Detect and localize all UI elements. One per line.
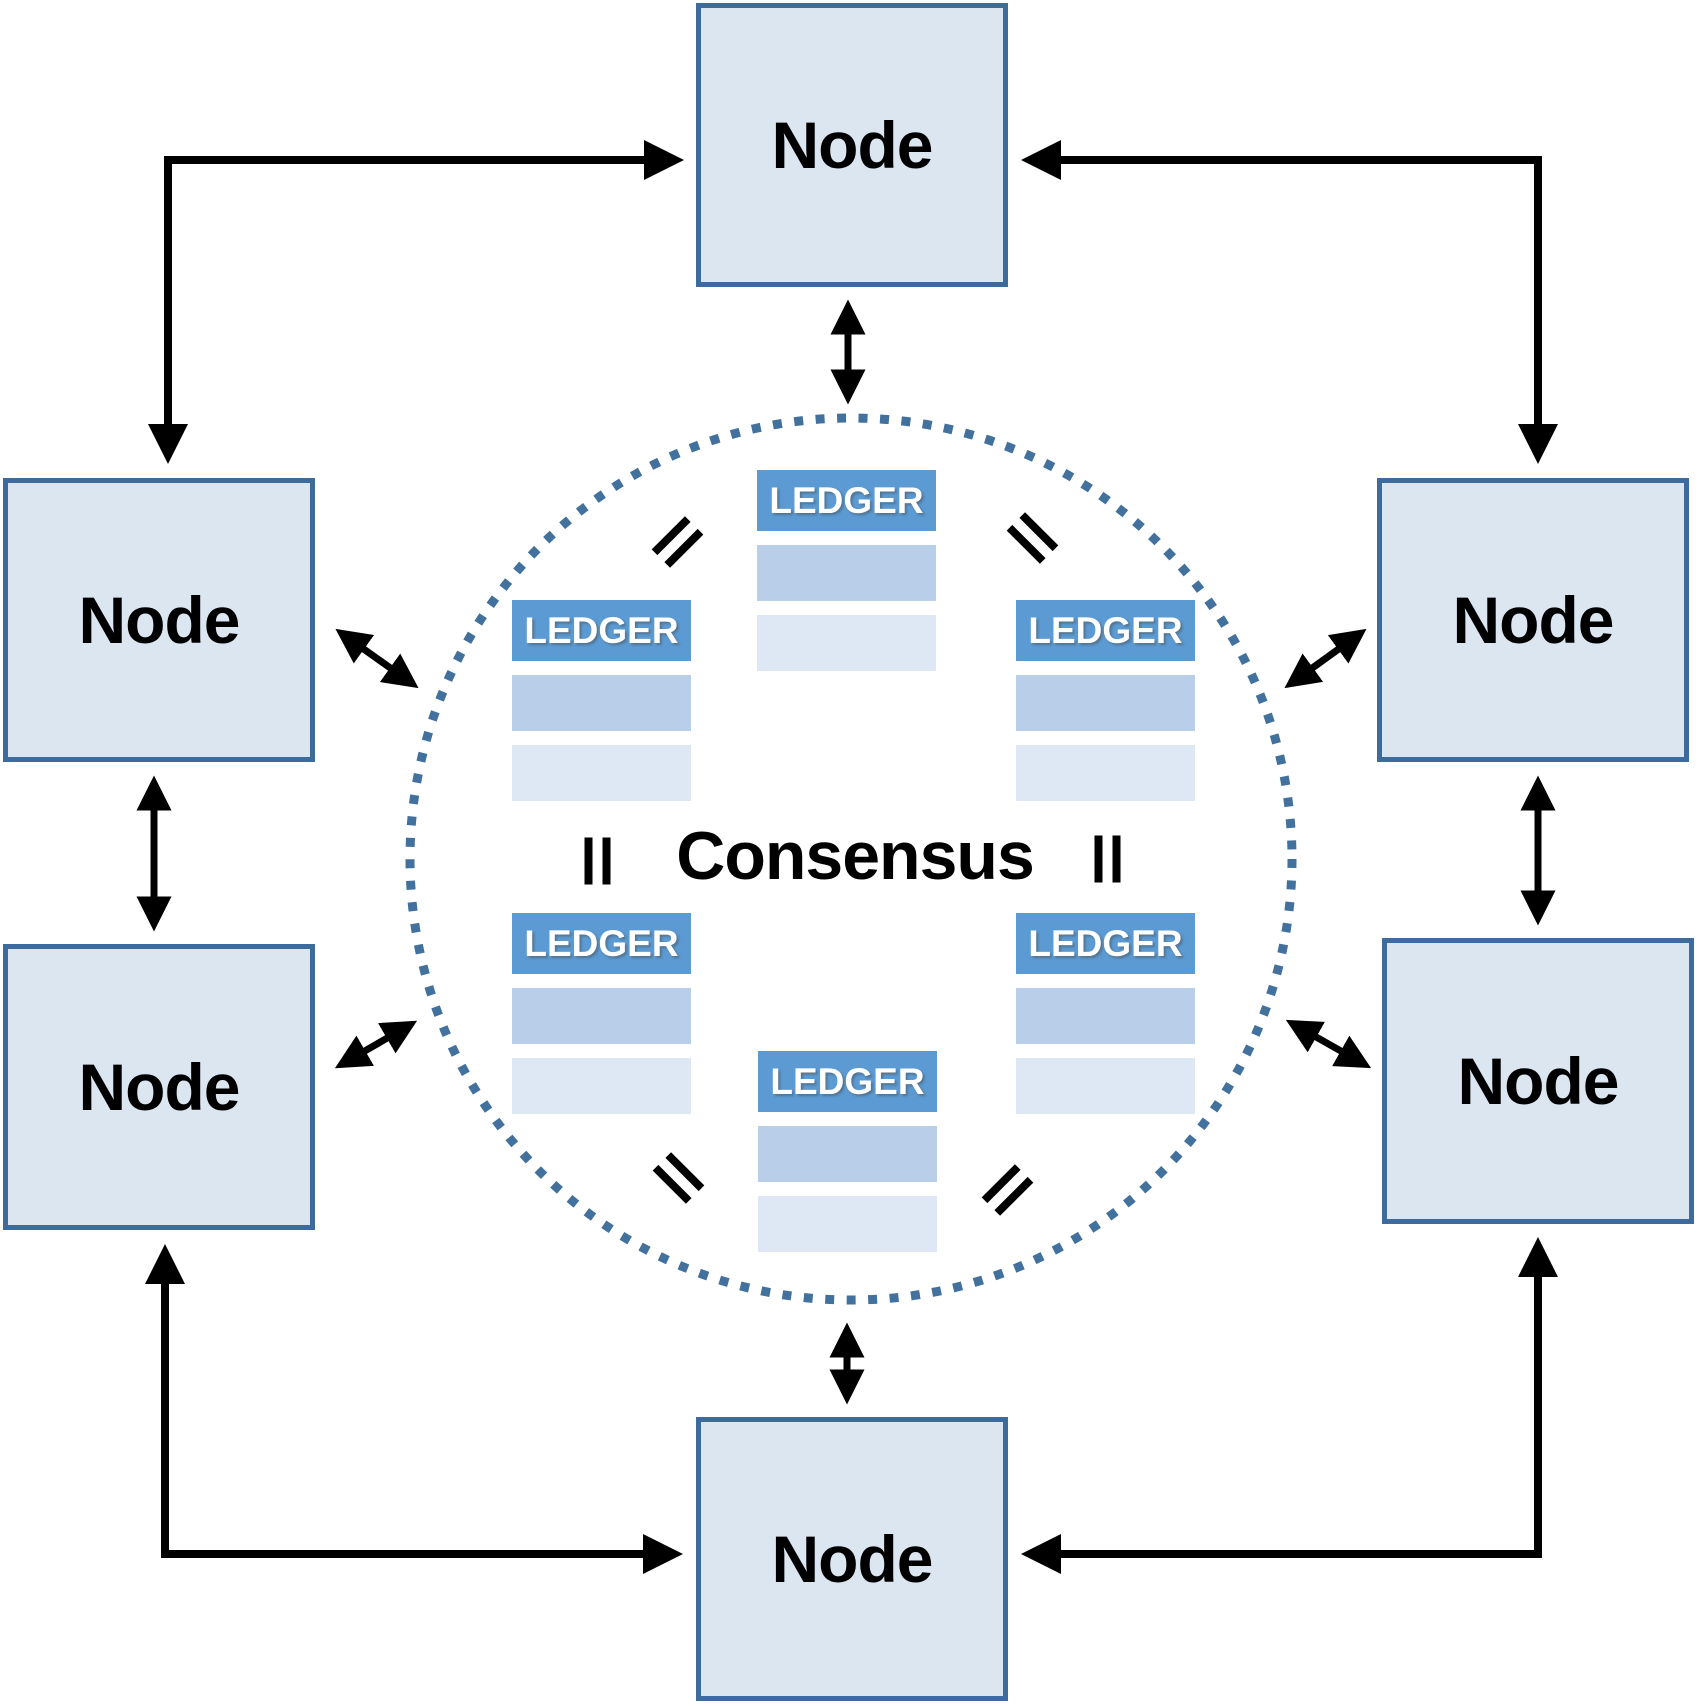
ledger-header: LEDGER xyxy=(1016,600,1195,661)
node-label: Node xyxy=(1452,583,1615,657)
node-upper-left: Node xyxy=(3,478,315,762)
node-label: Node xyxy=(78,583,241,657)
ledger-upper-right: LEDGER xyxy=(1016,600,1195,815)
ledger-header: LEDGER xyxy=(758,1051,937,1112)
ledger-top-center: LEDGER xyxy=(757,470,936,685)
connector-bottom-left xyxy=(145,1244,683,1574)
arrow-upper-left-node-circle xyxy=(335,628,419,689)
node-label: Node xyxy=(78,1050,241,1124)
ledger-lower-left: LEDGER xyxy=(512,913,691,1128)
node-top: Node xyxy=(696,3,1008,287)
connector-bottom-right xyxy=(1021,1237,1558,1574)
ledger-row xyxy=(512,675,691,731)
connector-top-left xyxy=(148,140,684,464)
ledger-lower-right: LEDGER xyxy=(1016,913,1195,1128)
ledger-row xyxy=(757,545,936,601)
ledger-header: LEDGER xyxy=(512,913,691,974)
ledger-row xyxy=(1016,745,1195,801)
node-label: Node xyxy=(771,108,934,182)
ledger-header: LEDGER xyxy=(757,470,936,531)
node-lower-right: Node xyxy=(1382,938,1694,1224)
arrow-lower-left-node-circle xyxy=(334,1020,418,1069)
ledger-row xyxy=(1016,1058,1195,1114)
ledger-row xyxy=(1016,988,1195,1044)
arrow-upper-right-node-circle xyxy=(1284,628,1367,689)
ledger-header: LEDGER xyxy=(512,600,691,661)
ledger-row xyxy=(512,1058,691,1114)
node-bottom: Node xyxy=(696,1417,1008,1701)
ledger-row xyxy=(758,1196,937,1252)
consensus-circle xyxy=(405,413,1297,1305)
connector-top-right xyxy=(1021,140,1558,464)
node-label: Node xyxy=(1457,1044,1620,1118)
ledger-row xyxy=(757,615,936,671)
node-upper-right: Node xyxy=(1377,478,1689,762)
consensus-label: Consensus xyxy=(676,818,1035,894)
arrow-lower-right-node-circle xyxy=(1285,1019,1372,1069)
ledger-row xyxy=(512,988,691,1044)
ledger-header: LEDGER xyxy=(1016,913,1195,974)
node-label: Node xyxy=(771,1522,934,1596)
node-lower-left: Node xyxy=(3,944,315,1230)
ledger-row xyxy=(1016,675,1195,731)
ledger-row xyxy=(512,745,691,801)
ledger-upper-left: LEDGER xyxy=(512,600,691,815)
ledger-bottom-center: LEDGER xyxy=(758,1051,937,1266)
ledger-row xyxy=(758,1126,937,1182)
